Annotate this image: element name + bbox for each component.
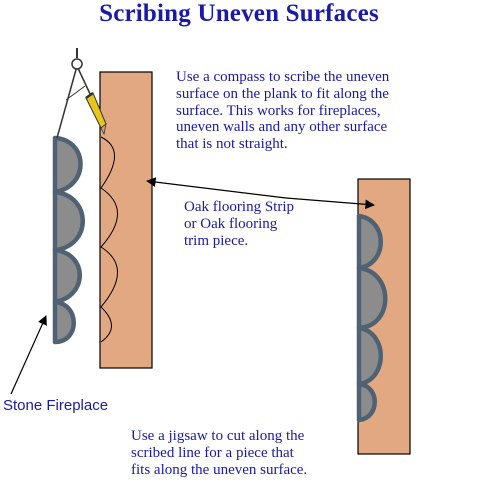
- pencil-icon: [85, 91, 107, 136]
- compass-icon: [56, 48, 92, 139]
- scribe-line: [100, 136, 118, 343]
- instruction-line: fits along the uneven surface.: [131, 461, 308, 478]
- instruction-line: that is not straight.: [176, 136, 288, 153]
- stone-fireplace-label: Stone Fireplace: [3, 397, 109, 414]
- jigsaw-instructions: Use a jigsaw to cut along the scribed li…: [131, 428, 371, 478]
- page-title: Scribing Uneven Surfaces: [99, 0, 379, 27]
- arrow-to-right-plank: [285, 197, 375, 210]
- oak-plank-left: [99, 71, 153, 369]
- stone-fireplace-right: [356, 213, 388, 423]
- arrow-to-left-plank: [146, 177, 287, 199]
- instruction-line: Use a jigsaw to cut along the: [131, 428, 305, 444]
- oak-flooring-label: Oak flooring Strip or Oak flooring trim …: [184, 199, 344, 249]
- instruction-line: Use a compass to scribe the uneven: [176, 69, 390, 85]
- instruction-line: scribed line for a piece that: [131, 444, 294, 461]
- instruction-line: uneven walls and any other surface: [176, 119, 388, 136]
- instruction-line: surface. This works for fireplaces,: [176, 102, 381, 119]
- label-line: or Oak flooring: [184, 215, 278, 232]
- stone-fireplace-left: [52, 135, 85, 345]
- compass-instructions: Use a compass to scribe the uneven surfa…: [176, 69, 446, 153]
- instruction-line: surface on the plank to fit along the: [176, 85, 389, 102]
- label-line: Oak flooring Strip: [184, 199, 294, 215]
- label-line: trim piece.: [184, 232, 249, 249]
- arrow-to-stone: [10, 315, 47, 395]
